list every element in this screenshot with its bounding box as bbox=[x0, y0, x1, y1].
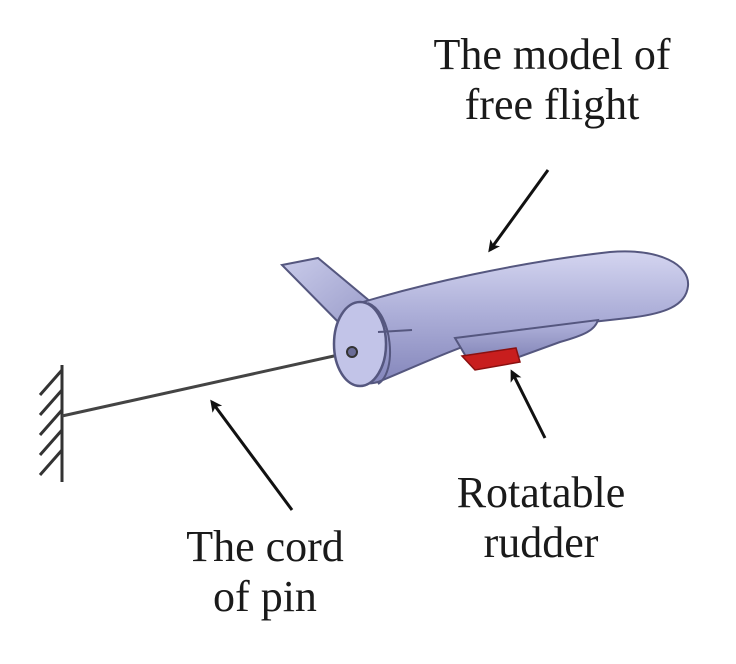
wall-hatch bbox=[38, 389, 64, 416]
wall-hatch bbox=[38, 409, 64, 436]
wall-anchor bbox=[38, 365, 64, 482]
tail-cap bbox=[332, 300, 388, 388]
model-arrow bbox=[488, 169, 550, 253]
pin-point bbox=[346, 346, 358, 358]
rudder-label-line1: Rotatable bbox=[456, 468, 626, 517]
wall-hatch bbox=[38, 369, 64, 396]
wall-hatch bbox=[38, 429, 64, 456]
cord-arrow bbox=[210, 399, 294, 511]
wall-hatch bbox=[38, 449, 64, 476]
model-label-line2: free flight bbox=[464, 80, 640, 129]
model-of-free-flight-label: The model of free flight bbox=[392, 30, 712, 130]
fuselage bbox=[342, 250, 690, 385]
cord-label-line1: The cord bbox=[186, 522, 344, 571]
tail-cap-rim bbox=[367, 302, 391, 385]
rotatable-rudder-label: Rotatable rudder bbox=[406, 468, 676, 568]
rudder-arrow bbox=[510, 369, 547, 439]
aircraft-model bbox=[279, 250, 690, 388]
rotatable-rudder-shape bbox=[460, 347, 521, 371]
tail-fin-root bbox=[377, 329, 413, 333]
model-label-line1: The model of bbox=[433, 30, 671, 79]
cord-label-line2: of pin bbox=[213, 572, 317, 621]
rudder-label-line2: rudder bbox=[483, 518, 599, 567]
cord-line bbox=[61, 350, 353, 418]
cord-of-pin-label: The cord of pin bbox=[140, 522, 390, 622]
